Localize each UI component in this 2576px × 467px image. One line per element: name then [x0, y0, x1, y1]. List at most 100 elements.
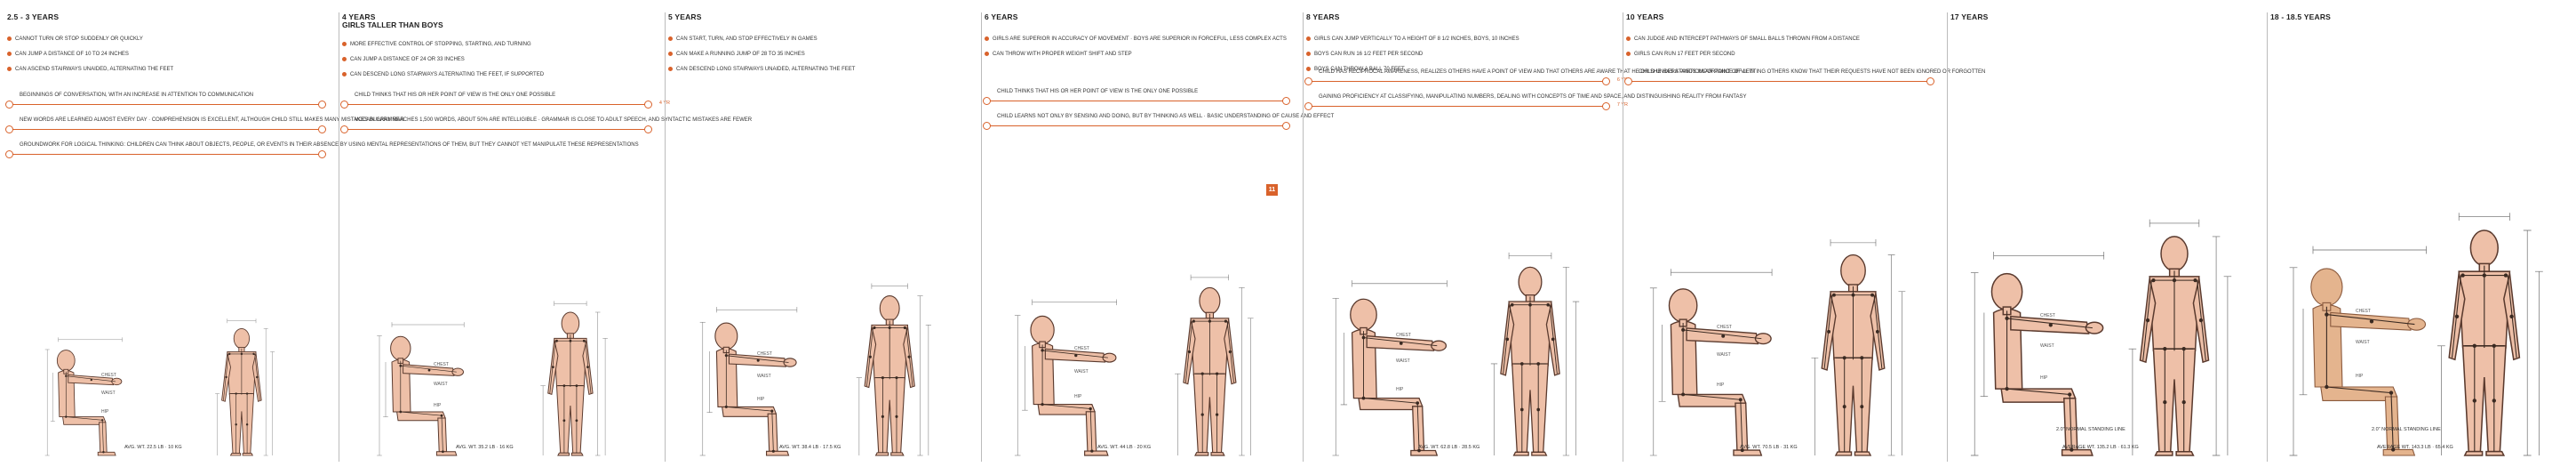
milestone-bullet-icon: [1306, 36, 1311, 41]
hip-label: HIP: [1396, 387, 1404, 392]
milestone-text: GIRLS CAN RUN 17 FEET PER SECOND: [1634, 52, 1735, 57]
milestone-item: GIRLS ARE SUPERIOR IN ACCURACY OF MOVEME…: [985, 36, 1287, 43]
standing-figure: [856, 283, 931, 456]
joint-dot: [2472, 343, 2476, 348]
development-start-marker: [5, 101, 13, 109]
hand: [783, 358, 797, 367]
panel-divider: [981, 12, 982, 462]
foot: [2382, 448, 2416, 456]
figure-drawing: [1970, 219, 2232, 456]
joint-dot: [2163, 399, 2167, 405]
shoulder-width-dimension: [2458, 213, 2510, 221]
joint-dot: [555, 339, 558, 342]
shoulder-width-dimension: [227, 318, 257, 324]
development-row: BEGINNINGS OF CONVERSATION, WITH AN INCR…: [5, 93, 326, 109]
joint-dot: [1510, 302, 1514, 307]
age-heading: 8 YEARS: [1306, 12, 1340, 21]
milestone-item: BOYS CAN THROW A BALL 70 FEET: [1306, 66, 1405, 73]
joint-dot: [1860, 405, 1864, 409]
joint-dot: [1851, 293, 1855, 297]
foot: [2061, 448, 2093, 456]
development-line: [985, 125, 1288, 126]
development-line: [7, 129, 324, 130]
dimension-lines: [1014, 315, 1028, 456]
dimension-lines: [1490, 267, 1580, 456]
legs: [1833, 357, 1873, 453]
shoulder-width-dimension: [554, 301, 587, 307]
dimension-lines: [699, 322, 713, 456]
seated-figure: [377, 322, 465, 456]
shoulder-width-dimension: [2149, 219, 2200, 228]
head: [390, 335, 411, 361]
development-end-marker: [318, 150, 326, 158]
figure-drawing: [1332, 252, 1580, 456]
joint-dot: [1215, 413, 1219, 416]
milestone-item: MORE EFFECTIVE CONTROL OF STOPPING, STAR…: [342, 41, 531, 48]
waist-label: WAIST: [1074, 369, 1089, 374]
milestone-item: CAN MAKE A RUNNING JUMP OF 28 TO 35 INCH…: [668, 51, 805, 58]
hip-label: HIP: [1717, 382, 1725, 388]
hand: [111, 377, 123, 386]
standing-figure: [1175, 274, 1254, 456]
feet: [1194, 452, 1225, 456]
joint-dot: [399, 364, 403, 367]
milestone-item: CAN DESCEND LONG STAIRWAYS ALTERNATING T…: [342, 71, 544, 78]
joint-dot: [1870, 293, 1875, 297]
joint-dot: [756, 358, 760, 362]
waist-label: WAIST: [1717, 352, 1731, 358]
seated-figure: [1332, 280, 1448, 456]
head: [1199, 286, 1221, 315]
development-text: BEGINNINGS OF CONVERSATION, WITH AN INCR…: [20, 93, 254, 98]
milestone-text: GIRLS ARE SUPERIOR IN ACCURACY OF MOVEME…: [993, 36, 1287, 42]
feet: [2463, 450, 2506, 456]
joint-dot: [2005, 316, 2009, 321]
milestone-item: CAN JUDGE AND INTERCEPT PATHWAYS OF SMAL…: [1626, 36, 1860, 43]
milestone-bullet-icon: [668, 51, 673, 56]
development-line: [7, 104, 324, 105]
chest-label: CHEST: [434, 362, 449, 367]
development-text: CHILD THINKS THAT HIS OR HER POINT OF VI…: [355, 93, 556, 98]
legs: [1511, 363, 1549, 453]
joint-dot: [1519, 407, 1524, 412]
milestone-text: CAN ASCEND STAIRWAYS UNAIDED, ALTERNATIN…: [15, 67, 174, 72]
dimension-lines: [540, 311, 608, 456]
skeleton: [400, 360, 457, 452]
skeleton: [725, 350, 789, 452]
milestone-item: CANNOT TURN OR STOP SUDDENLY OR QUICKLY: [7, 36, 143, 43]
development-age-tag: 6 YR: [1616, 77, 1628, 83]
joint-dot: [102, 451, 105, 454]
waist-label: WAIST: [757, 374, 771, 379]
milestone-bullet-icon: [342, 71, 347, 76]
joint-dot: [225, 375, 227, 379]
shoulder-width-dimension: [1190, 274, 1229, 281]
waist-label: WAIST: [101, 391, 116, 396]
panel-divider: [1303, 12, 1304, 462]
head: [2469, 229, 2499, 267]
joint-dot: [1417, 448, 1421, 453]
average-weight: AVG. WT. 22.5 LB · 10 KG: [124, 445, 182, 450]
development-row: CHILD THINKS THAT HIS OR HER POINT OF VI…: [983, 89, 1290, 105]
joint-dot: [235, 392, 237, 395]
development-end-marker: [318, 101, 326, 109]
joint-dot: [2389, 391, 2394, 395]
milestone-text: CAN START, TURN, AND STOP EFFECTIVELY IN…: [676, 36, 817, 42]
joint-dot: [1200, 413, 1204, 416]
hip-label: HIP: [2040, 375, 2048, 381]
reach-dimension: [2312, 246, 2427, 254]
milestone-bullet-icon: [1306, 66, 1311, 71]
hand: [1431, 340, 1448, 351]
dimension-lines: [1811, 254, 1906, 456]
development-end-marker: [1602, 77, 1610, 85]
joint-dot: [1090, 449, 1094, 453]
milestone-bullet-icon: [668, 66, 673, 71]
joint-dot: [1681, 392, 1686, 397]
panel-divider: [2267, 12, 2268, 462]
joint-dot: [1399, 342, 1403, 345]
joint-dot: [2492, 343, 2496, 348]
age-heading: 10 YEARS: [1626, 12, 1664, 21]
age-panel: 10 YEARS CAN JUDGE AND INTERCEPT PATHWAYS…: [1623, 0, 1985, 467]
development-row: CHILD UNDERSTANDS IMPORTANCE OF LETTING …: [1624, 69, 1985, 85]
